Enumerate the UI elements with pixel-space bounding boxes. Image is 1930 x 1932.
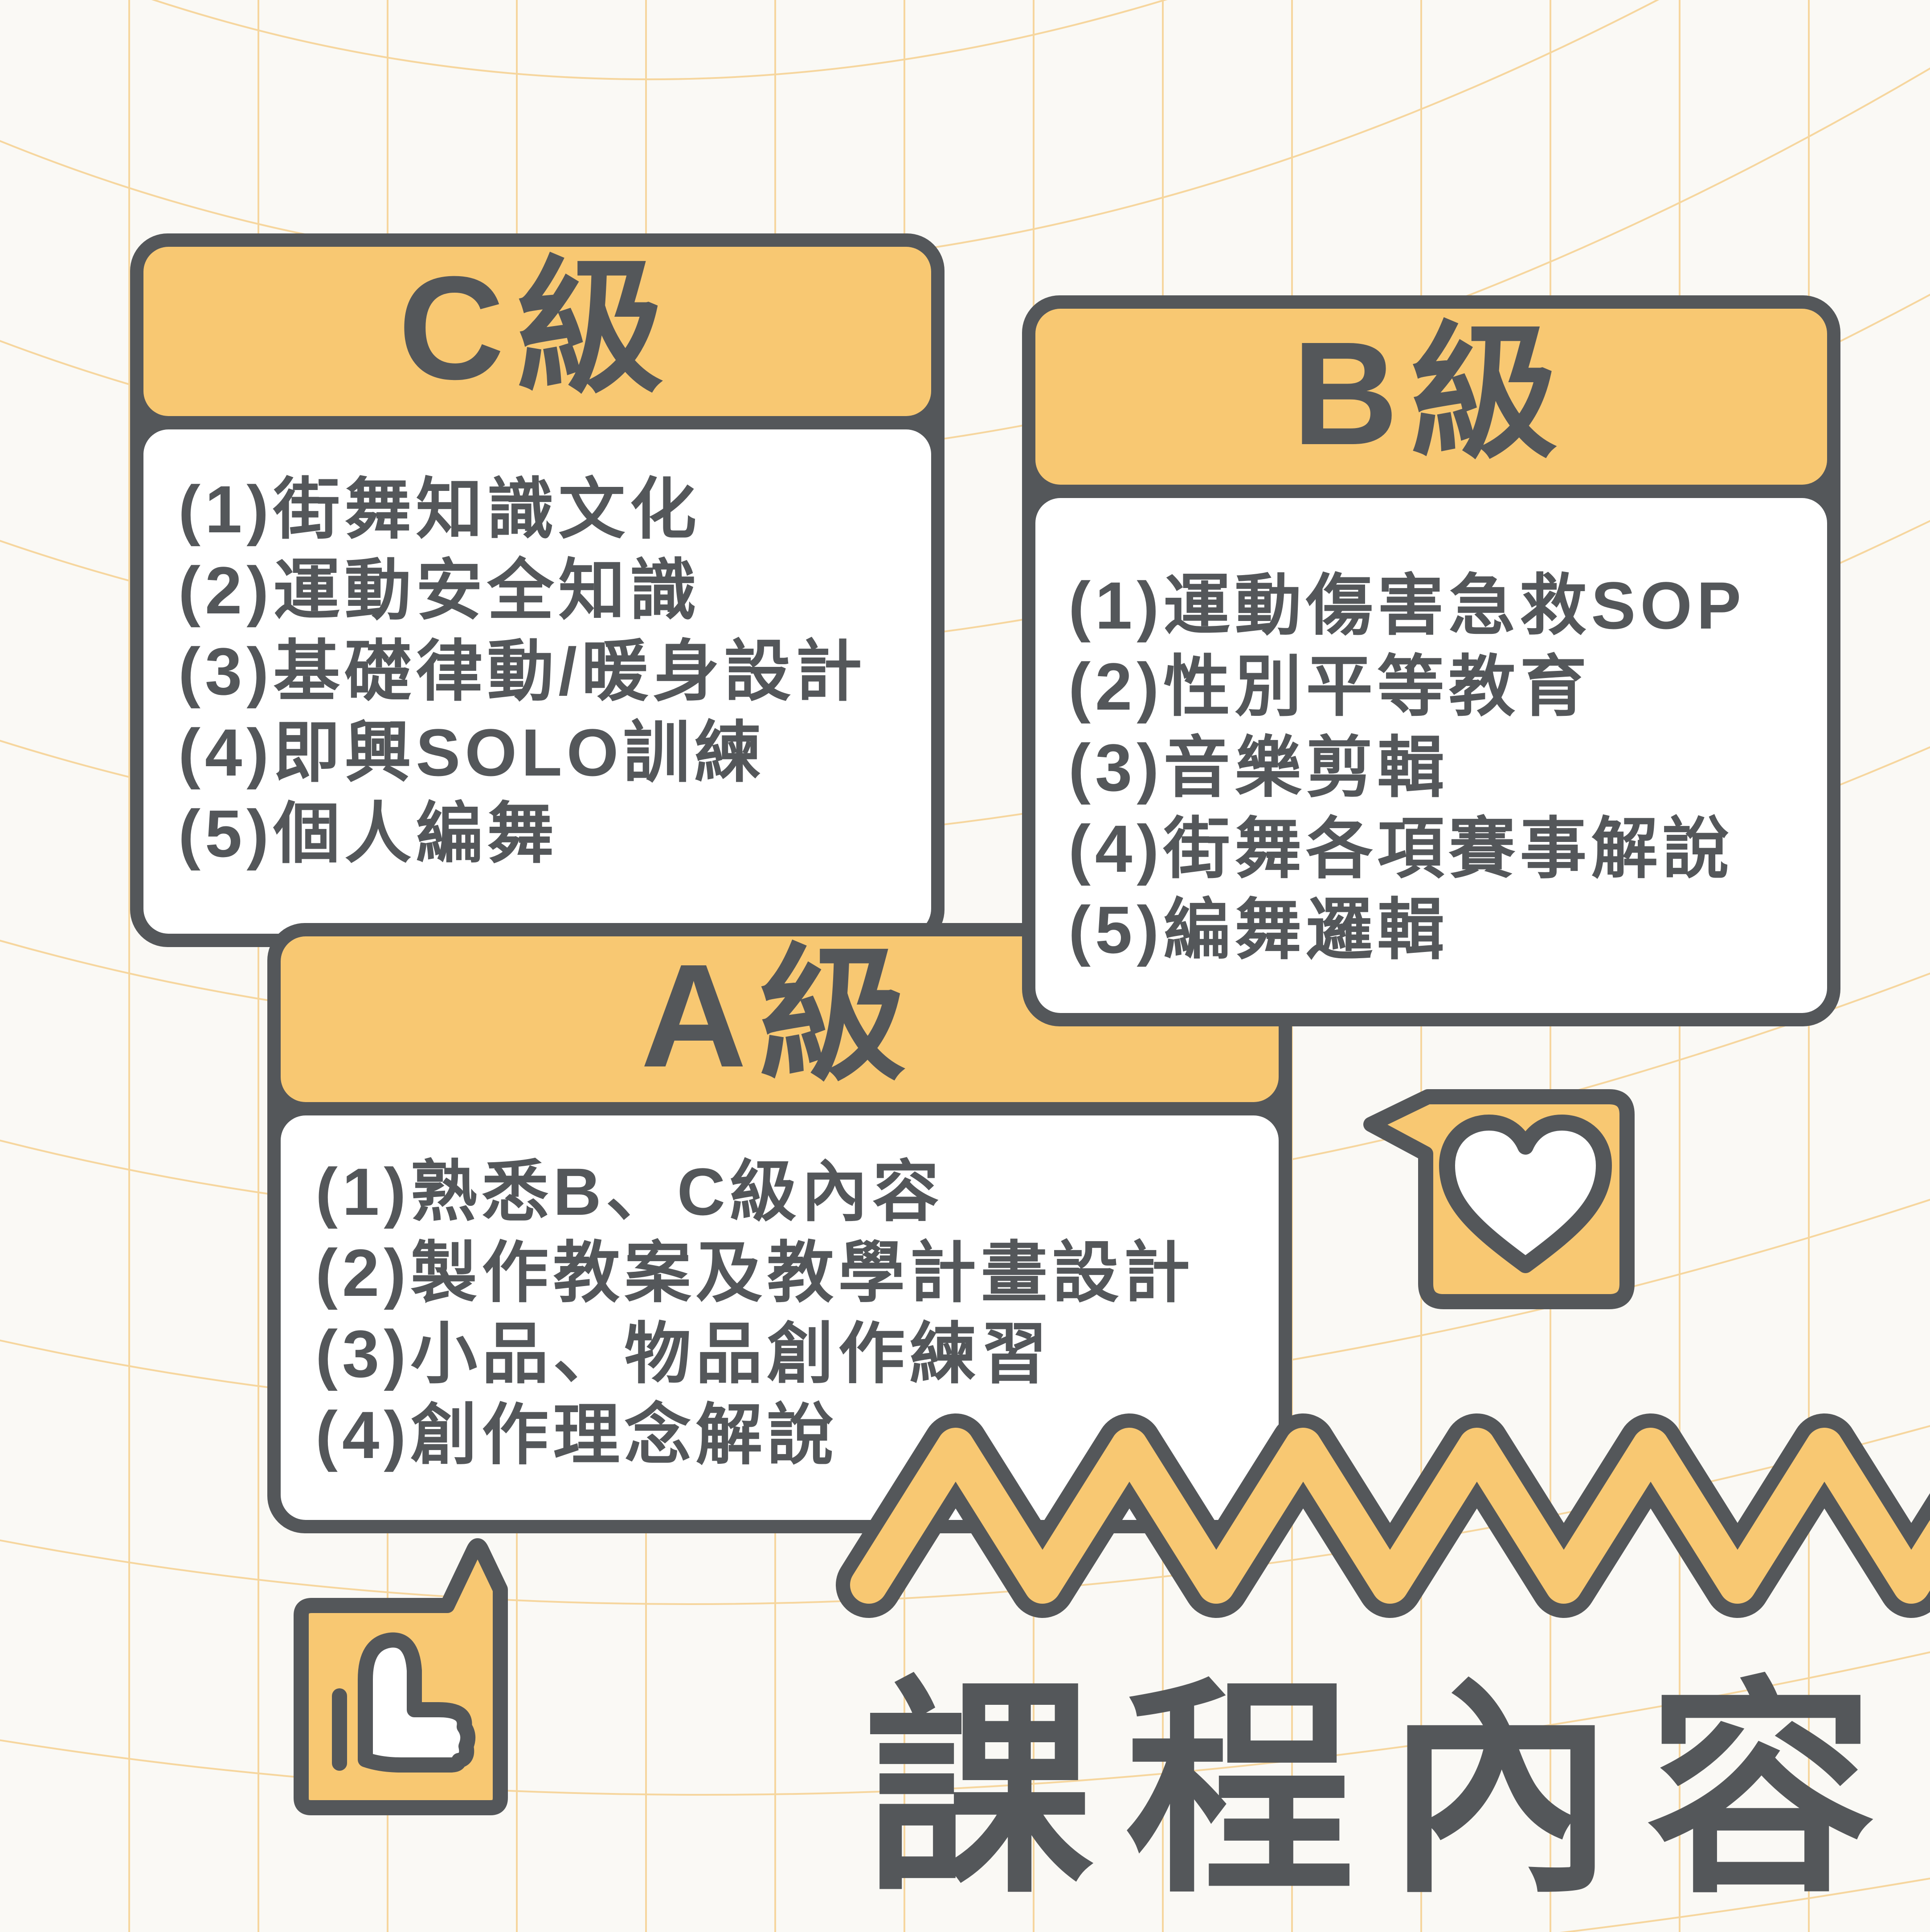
card-c-title: C級 [398, 245, 677, 410]
course-item: (1)街舞知識文化 [178, 472, 701, 547]
card-a-item-list: (1)熟悉B、C級內容 (2)製作教案及教學計畫設計 (3)小品、物品創作練習 … [281, 1115, 1279, 1475]
course-item: (3)基礎律動/暖身設計 [178, 634, 867, 709]
course-item: (4)創作理念解說 [315, 1397, 838, 1472]
course-item: (1)熟悉B、C級內容 [315, 1154, 944, 1229]
course-item: (1)運動傷害急救SOP [1068, 568, 1746, 643]
card-b-title: B級 [1292, 310, 1570, 475]
card-c-body: (1)街舞知識文化 (2)運動安全知識 (3)基礎律動/暖身設計 (4)即興SO… [143, 429, 931, 934]
course-item: (2)運動安全知識 [178, 553, 701, 628]
card-b-body: (1)運動傷害急救SOP (2)性別平等教育 (3)音樂剪輯 (4)街舞各項賽事… [1035, 498, 1827, 1013]
card-b-header: B級 [1035, 309, 1827, 485]
course-item: (2)製作教案及教學計畫設計 [315, 1235, 1195, 1310]
course-item: (3)音樂剪輯 [1068, 730, 1449, 805]
course-item: (5)個人編舞 [178, 796, 559, 871]
course-item: (4)街舞各項賽事解說 [1068, 811, 1734, 886]
card-c-header: C級 [143, 247, 931, 416]
card-b-item-list: (1)運動傷害急救SOP (2)性別平等教育 (3)音樂剪輯 (4)街舞各項賽事… [1035, 498, 1827, 970]
course-item: (5)編舞邏輯 [1068, 892, 1449, 967]
card-a-body: (1)熟悉B、C級內容 (2)製作教案及教學計畫設計 (3)小品、物品創作練習 … [281, 1115, 1279, 1520]
card-c-level: C級 (1)街舞知識文化 (2)運動安全知識 (3)基礎律動/暖身設計 (4)即… [130, 233, 945, 947]
card-a-title: A級 [640, 933, 919, 1098]
course-item: (2)性別平等教育 [1068, 649, 1591, 724]
card-b-level: B級 (1)運動傷害急救SOP (2)性別平等教育 (3)音樂剪輯 (4)街舞各… [1022, 295, 1840, 1026]
page-title: 課程內容 [864, 1662, 1907, 1919]
card-c-item-list: (1)街舞知識文化 (2)運動安全知識 (3)基礎律動/暖身設計 (4)即興SO… [143, 429, 931, 874]
course-item: (4)即興SOLO訓練 [178, 715, 766, 790]
course-item: (3)小品、物品創作練習 [315, 1316, 1052, 1391]
